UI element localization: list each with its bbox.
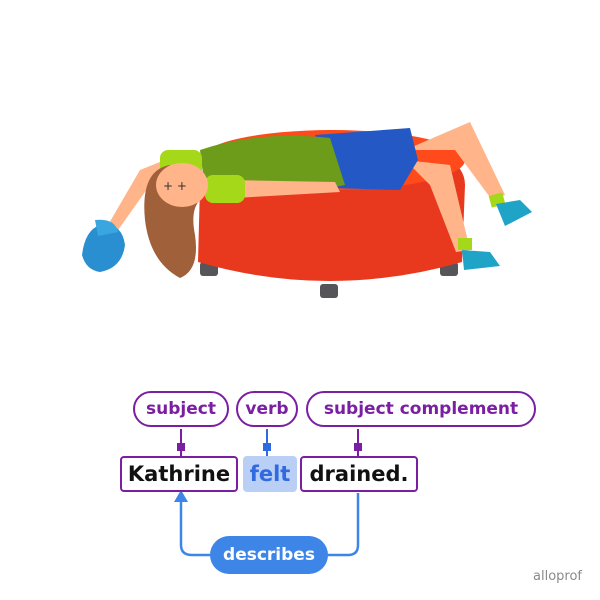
cap-brim (95, 219, 118, 236)
describes-label: describes (210, 536, 328, 574)
pouf-leg-center (320, 284, 338, 298)
complement-connector-dot (354, 443, 362, 451)
word-verb: felt (243, 456, 297, 492)
alloprof-logo: alloprof (533, 569, 582, 584)
shoe-upper (496, 200, 532, 226)
person-head (156, 163, 208, 207)
verb-connector-dot (263, 443, 271, 451)
word-subject: Kathrine (120, 456, 238, 492)
person-leg-lower (405, 160, 470, 252)
subject-connector-dot (177, 443, 185, 451)
cap-icon (82, 224, 125, 272)
label-verb: verb (236, 391, 298, 427)
word-complement: drained. (300, 456, 418, 492)
person-eyes: + + (163, 179, 187, 193)
illustration-tired-person: + + (82, 122, 532, 298)
person-leg-upper (405, 122, 505, 200)
label-subject: subject (133, 391, 229, 427)
label-subject-complement: subject complement (306, 391, 536, 427)
person-sleeve (205, 175, 245, 203)
person-arm (230, 180, 340, 198)
shoe-lower (462, 250, 500, 270)
sock-lower (458, 238, 472, 250)
